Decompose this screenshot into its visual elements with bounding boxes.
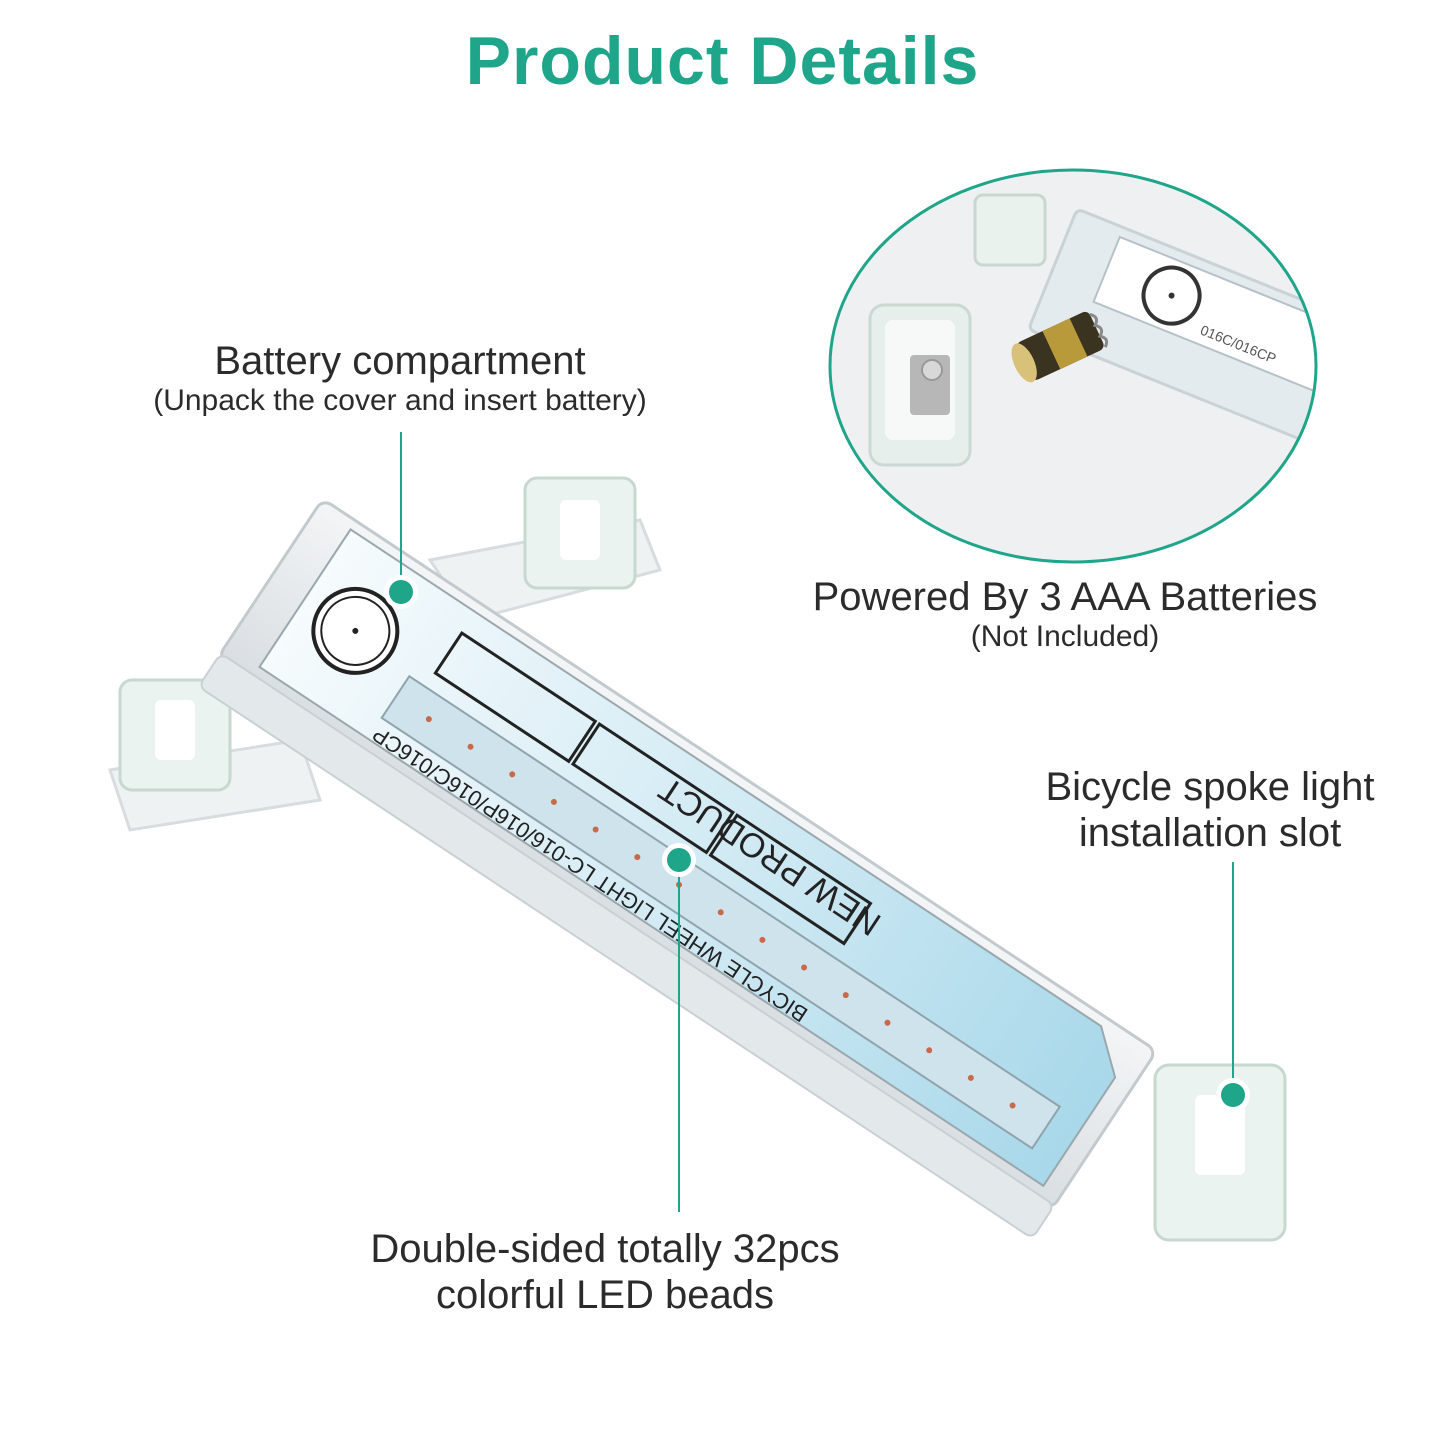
slot-marker-dot [1221, 1083, 1245, 1107]
installation-slot-callout: Bicycle spoke light installation slot [990, 764, 1430, 856]
led-beads-callout: Double-sided totally 32pcs colorful LED … [320, 1226, 890, 1318]
led-callout-line2: colorful LED beads [436, 1273, 774, 1317]
power-callout-title: Powered By 3 AAA Batteries [812, 575, 1318, 619]
slot-callout-line1: Bicycle spoke light [1045, 765, 1375, 809]
callout-markers [384, 432, 1250, 1212]
power-callout-subtitle: (Not Included) [970, 620, 1160, 653]
led-marker-dot [667, 848, 691, 872]
page-title: Product Details [465, 23, 980, 99]
battery-closeup-inset: 016C/016CP [828, 168, 1318, 564]
battery-callout-subtitle: (Unpack the cover and insert battery) [153, 384, 647, 417]
power-callout: Powered By 3 AAA Batteries (Not Included… [760, 574, 1370, 654]
battery-marker-dot [389, 580, 413, 604]
battery-callout-title: Battery compartment [214, 339, 586, 383]
slot-callout-line2: installation slot [1078, 811, 1342, 855]
led-callout-line1: Double-sided totally 32pcs [370, 1227, 840, 1271]
battery-compartment-callout: Battery compartment (Unpack the cover an… [100, 338, 700, 418]
